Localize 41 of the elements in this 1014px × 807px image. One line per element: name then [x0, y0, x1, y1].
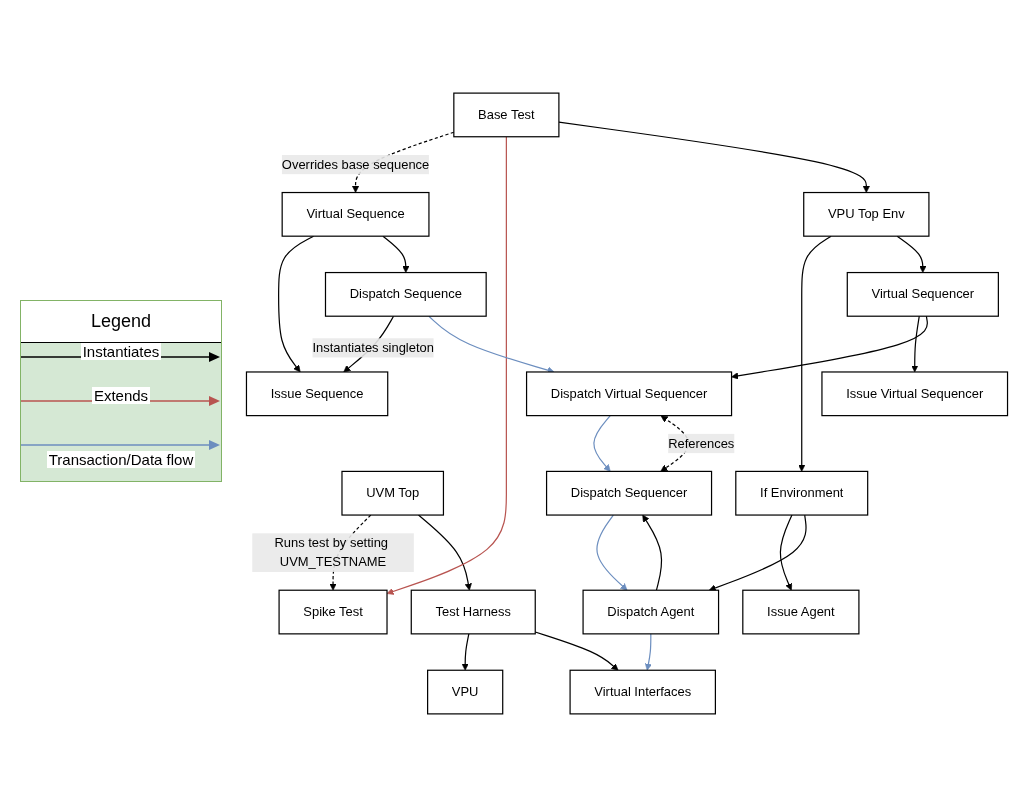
node-box: Issue Sequence — [245, 371, 389, 417]
node-box: Virtual Sequencer — [846, 271, 999, 317]
edge-label: Instantiates singleton — [312, 340, 434, 355]
legend-title: Legend — [21, 301, 221, 343]
edge-label: Runs test by setting UVM_TESTNAME — [274, 535, 389, 569]
arrow — [417, 514, 472, 591]
arrow — [558, 121, 870, 193]
legend-text: Transaction/Data flow — [46, 451, 196, 468]
node-box: Test Harness — [410, 589, 536, 635]
node-box: VPU Top Env — [803, 191, 930, 237]
node-box: Virtual Interfaces — [569, 669, 716, 715]
arrow — [642, 514, 663, 591]
edge-label: Overrides base sequence — [281, 157, 430, 172]
edge-label: References — [668, 436, 735, 450]
arrow — [644, 633, 652, 671]
arrow — [461, 633, 470, 671]
node-box: Dispatch Sequence — [324, 271, 487, 317]
node-box: Dispatch Agent — [582, 589, 720, 635]
arrow — [534, 631, 619, 671]
legend-text: Extends — [91, 387, 151, 404]
node-box: Spike Test — [278, 589, 388, 635]
node-box: Issue Virtual Sequencer — [821, 371, 1009, 417]
node-box: If Environment — [735, 470, 869, 516]
arrow — [731, 315, 928, 380]
node-box: Dispatch Virtual Sequencer — [525, 371, 733, 417]
arrow — [798, 235, 832, 472]
node-box: VPU — [427, 669, 504, 715]
arrow — [593, 415, 611, 472]
arrow — [779, 514, 793, 591]
arrow — [896, 235, 927, 273]
arrow — [278, 235, 315, 373]
arrow — [911, 315, 920, 373]
arrow — [382, 235, 410, 273]
node-box: Virtual Sequence — [281, 191, 430, 237]
node-box: Base Test — [453, 92, 560, 138]
node-box: Dispatch Sequencer — [545, 470, 713, 516]
legend-text: Instantiates — [80, 343, 162, 360]
arrow — [708, 514, 807, 592]
arrow — [596, 514, 628, 591]
node-box: Issue Agent — [742, 589, 860, 635]
node-box: UVM Top — [341, 470, 445, 516]
